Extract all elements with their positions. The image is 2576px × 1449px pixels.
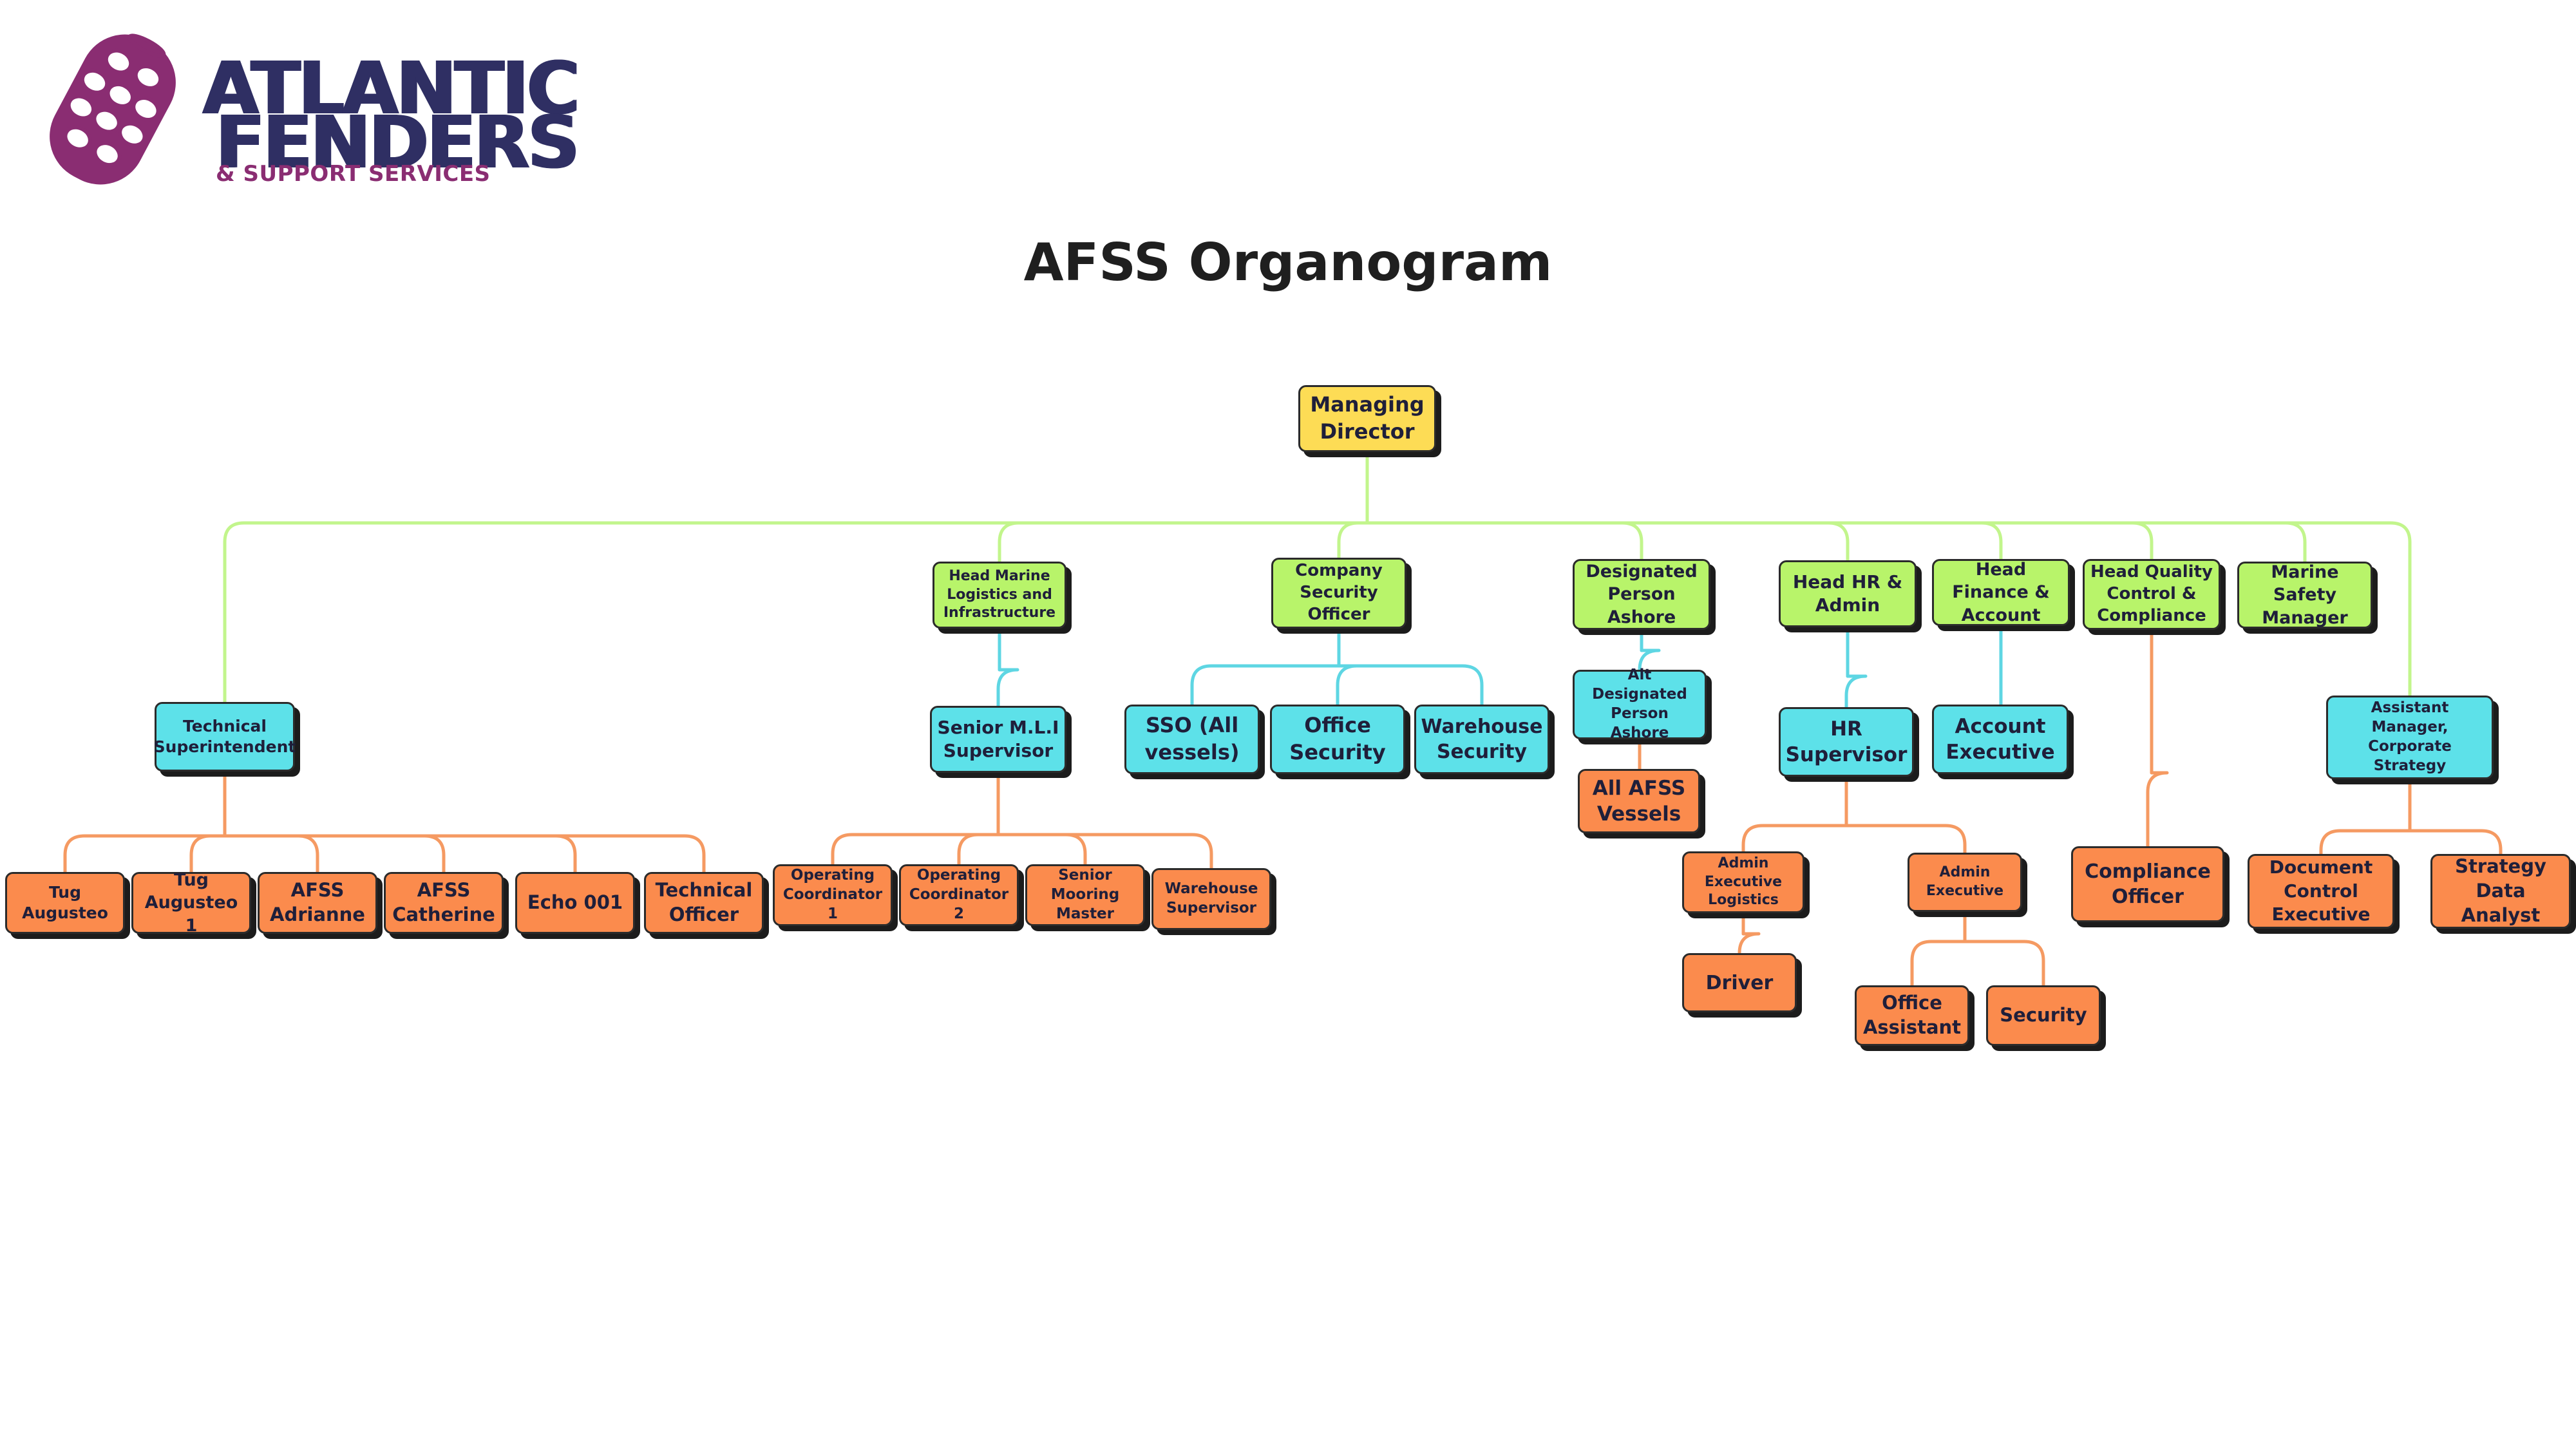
admin-connector-branch [1910, 940, 1967, 987]
node-warehouse-supervisor[interactable]: Warehouse Supervisor [1151, 868, 1271, 930]
logo-wordmark-fenders: FENDERS [216, 101, 580, 185]
node-hr-supervisor[interactable]: HR Supervisor [1779, 707, 1914, 777]
md-connector-branch [998, 521, 1369, 564]
node-echo-001[interactable]: Echo 001 [515, 872, 635, 934]
cso-connector-branch [1337, 664, 1484, 706]
node-managing-director[interactable]: Managing Director [1298, 385, 1436, 452]
node-operating-coordinator-2[interactable]: Operating Coordinator 2 [899, 864, 1019, 926]
mli-connector-branch [996, 833, 1213, 870]
node-operating-coordinator-1[interactable]: Operating Coordinator 1 [773, 864, 893, 926]
quality-connector-branch [2146, 771, 2169, 848]
node-compliance-officer[interactable]: Compliance Officer [2071, 846, 2224, 922]
tech-connector-branch [189, 834, 227, 874]
node-senior-mli-supervisor[interactable]: Senior M.L.I Supervisor [930, 706, 1066, 773]
dpa-connector-branch [1638, 649, 1661, 672]
node-driver[interactable]: Driver [1682, 953, 1797, 1012]
node-sso-all-vessels[interactable]: SSO (All vessels) [1124, 705, 1260, 774]
tech-connector-branch [223, 834, 706, 874]
node-security[interactable]: Security [1986, 985, 2101, 1046]
node-admin-executive[interactable]: Admin Executive [1908, 853, 2022, 912]
node-afss-adrianne[interactable]: AFSS Adrianne [258, 872, 377, 934]
node-account-executive[interactable]: Account Executive [1932, 705, 2069, 774]
md-connector-branch [223, 521, 1369, 704]
node-admin-executive-logistics[interactable]: Admin Executive Logistics [1682, 851, 1804, 913]
node-tug-augusteo-1[interactable]: Tug Augusteo 1 [131, 870, 251, 936]
node-technical-officer[interactable]: Technical Officer [644, 872, 764, 934]
node-designated-person-ashore[interactable]: Designated Person Ashore [1573, 559, 1710, 630]
node-head-marine-logistics[interactable]: Head Marine Logistics and Infrastructure [933, 562, 1066, 629]
cso-connector-branch [1190, 664, 1341, 706]
node-all-afss-vessels[interactable]: All AFSS Vessels [1578, 769, 1700, 833]
node-company-security-officer[interactable]: Company Security Officer [1271, 558, 1406, 629]
hrsup-connector-branch [1741, 824, 1848, 853]
mli-connector-branch [957, 833, 1000, 866]
logistics-connector-branch [1738, 932, 1761, 955]
node-head-finance-account[interactable]: Head Finance & Account [1932, 559, 2070, 626]
company-logo: ATLANTIC FENDERS & SUPPORT SERVICES [39, 26, 580, 200]
logo-wordmark-atlantic: ATLANTIC [203, 47, 580, 131]
node-afss-catherine[interactable]: AFSS Catherine [384, 872, 504, 934]
node-strategy-data-analyst[interactable]: Strategy Data Analyst [2430, 854, 2571, 929]
node-senior-mooring-master[interactable]: Senior Mooring Master [1025, 864, 1145, 926]
node-office-assistant[interactable]: Office Assistant [1855, 985, 1969, 1046]
node-tug-augusteo[interactable]: Tug Augusteo [5, 872, 125, 934]
tech-connector-branch [63, 834, 227, 874]
strategy-connector-branch [2408, 829, 2503, 856]
strategy-connector-branch [2319, 829, 2412, 856]
hrsup-connector-branch [1844, 824, 1967, 855]
node-office-security[interactable]: Office Security [1270, 705, 1405, 774]
marine-connector-branch [996, 668, 1019, 708]
node-warehouse-security[interactable]: Warehouse Security [1414, 705, 1549, 774]
node-marine-safety-manager[interactable]: Marine Safety Manager [2237, 562, 2372, 629]
admin-connector-branch [1963, 940, 2045, 987]
node-alt-designated-person[interactable]: Alt Designated Person Ashore [1573, 667, 1707, 741]
hr-connector-branch [1844, 674, 1868, 709]
md-connector-branch [1365, 521, 2412, 697]
md-connector-branch [1337, 521, 1369, 560]
node-assistant-manager-strategy[interactable]: Assistant Manager, Corporate Strategy [2326, 696, 2494, 779]
node-technical-superintendent[interactable]: Technical Superintendent [154, 702, 296, 772]
fender-logo-icon [50, 33, 176, 185]
page-title: AFSS Organogram [1023, 232, 1553, 292]
node-head-quality-control[interactable]: Head Quality Control & Compliance [2083, 559, 2221, 630]
logo-tagline: & SUPPORT SERVICES [216, 161, 491, 187]
mli-connector-branch [831, 833, 1000, 866]
node-document-control-executive[interactable]: Document Control Executive [2248, 854, 2394, 929]
node-head-hr-admin[interactable]: Head HR & Admin [1779, 560, 1917, 627]
